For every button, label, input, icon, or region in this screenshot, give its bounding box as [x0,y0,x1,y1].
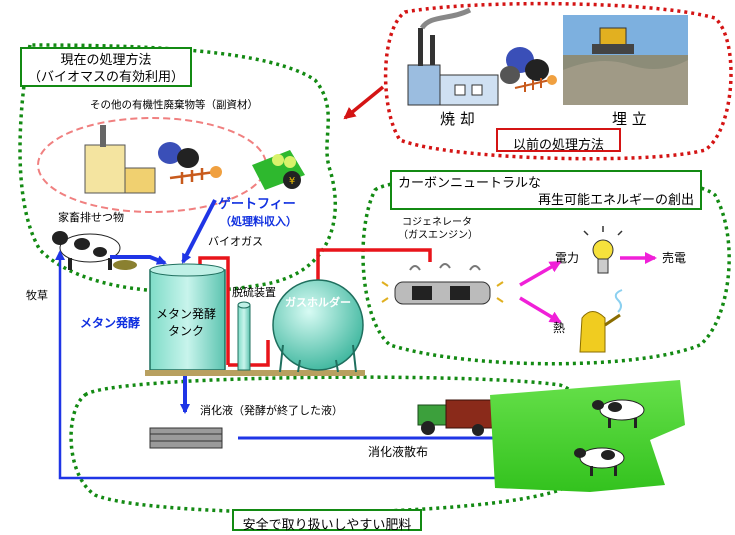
gate-fee-arrow [181,199,217,264]
biogas-label: バイオガス [208,235,263,248]
organic-waste-label: その他の有機性廃棄物等（副資材） [90,99,258,111]
energy-title: カーボンニュートラルな 再生可能エネルギーの創出 [390,170,702,210]
pasture-label: 牧草 [26,289,48,302]
current-method-line2: （バイオマスの有効利用） [27,70,184,85]
current-method-region [18,43,338,294]
old-to-current-arrow [343,85,385,120]
landfill-label: 埋 立 [612,110,647,128]
landfill-photo [563,15,688,105]
cogen-label-line1: コジェネレータ [402,217,472,228]
energy-title-line1: カーボンニュートラルな [398,176,542,191]
svg-text:¥: ¥ [289,176,295,187]
electricity-arrow [519,260,562,287]
digestate-tank-icon [149,427,223,449]
heat-arrow [519,296,562,324]
livestock-manure-label: 家畜排せつ物 [58,211,124,224]
electricity-label: 電力 [555,251,580,265]
tractor-icon [417,399,518,436]
garbage-bags-icon [500,47,549,84]
gate-fee-label: ゲートフィー [218,197,296,212]
digestate-liquid-label: 消化液（発酵が終了した液） [200,404,343,417]
yen-bag-icon: ¥ [252,150,305,190]
gas-to-cogen-pipe [316,248,432,285]
cow-icon [574,447,625,476]
cow-icon [592,399,645,428]
old-method-label: 以前の処理方法 [496,128,621,153]
cow-icon [52,231,137,270]
cogen-label-line2: （ガスエンジン） [398,230,478,241]
fertilizer-label: 安全で取り扱いしやすい肥料 [232,509,422,533]
factory-icon [407,7,499,106]
fish-bone-icon [514,75,557,92]
gate-fee-sub-label: （処理料収入） [220,215,297,228]
current-method-line1: 現在の処理方法 [60,53,152,68]
digestate-region [69,375,587,515]
kettle-icon [579,289,623,353]
return-loop-arrow [55,250,575,480]
manure-arrow [110,255,167,265]
factory-icon [84,125,156,194]
pasture-field [490,380,685,492]
fish-bone-icon [169,166,222,184]
heat-label: 熱 [553,321,566,335]
energy-title-line2: 再生可能エネルギーの創出 [537,193,694,208]
spreading-label: 消化液散布 [368,445,429,459]
incineration-label: 焼 却 [440,110,475,128]
generator-icon [381,263,504,305]
gas-holder [272,279,364,373]
tank-label-line2: タンク [168,324,205,338]
desulfurizer-unit [237,301,251,371]
sale-label: 売電 [662,251,687,265]
methane-tank [145,263,365,376]
methane-fermentation-label: メタン発酵 [80,316,141,330]
desulfurizer-label: 脱硫装置 [232,286,276,299]
tank-label-line1: メタン発酵 [156,307,217,321]
light-bulb-icon [583,226,623,274]
old-method-region [383,1,733,161]
garbage-bags-icon [158,142,199,168]
gas-holder-label: ガスホルダー [285,296,351,309]
current-method-label: 現在の処理方法 （バイオマスの有効利用） [20,47,192,87]
